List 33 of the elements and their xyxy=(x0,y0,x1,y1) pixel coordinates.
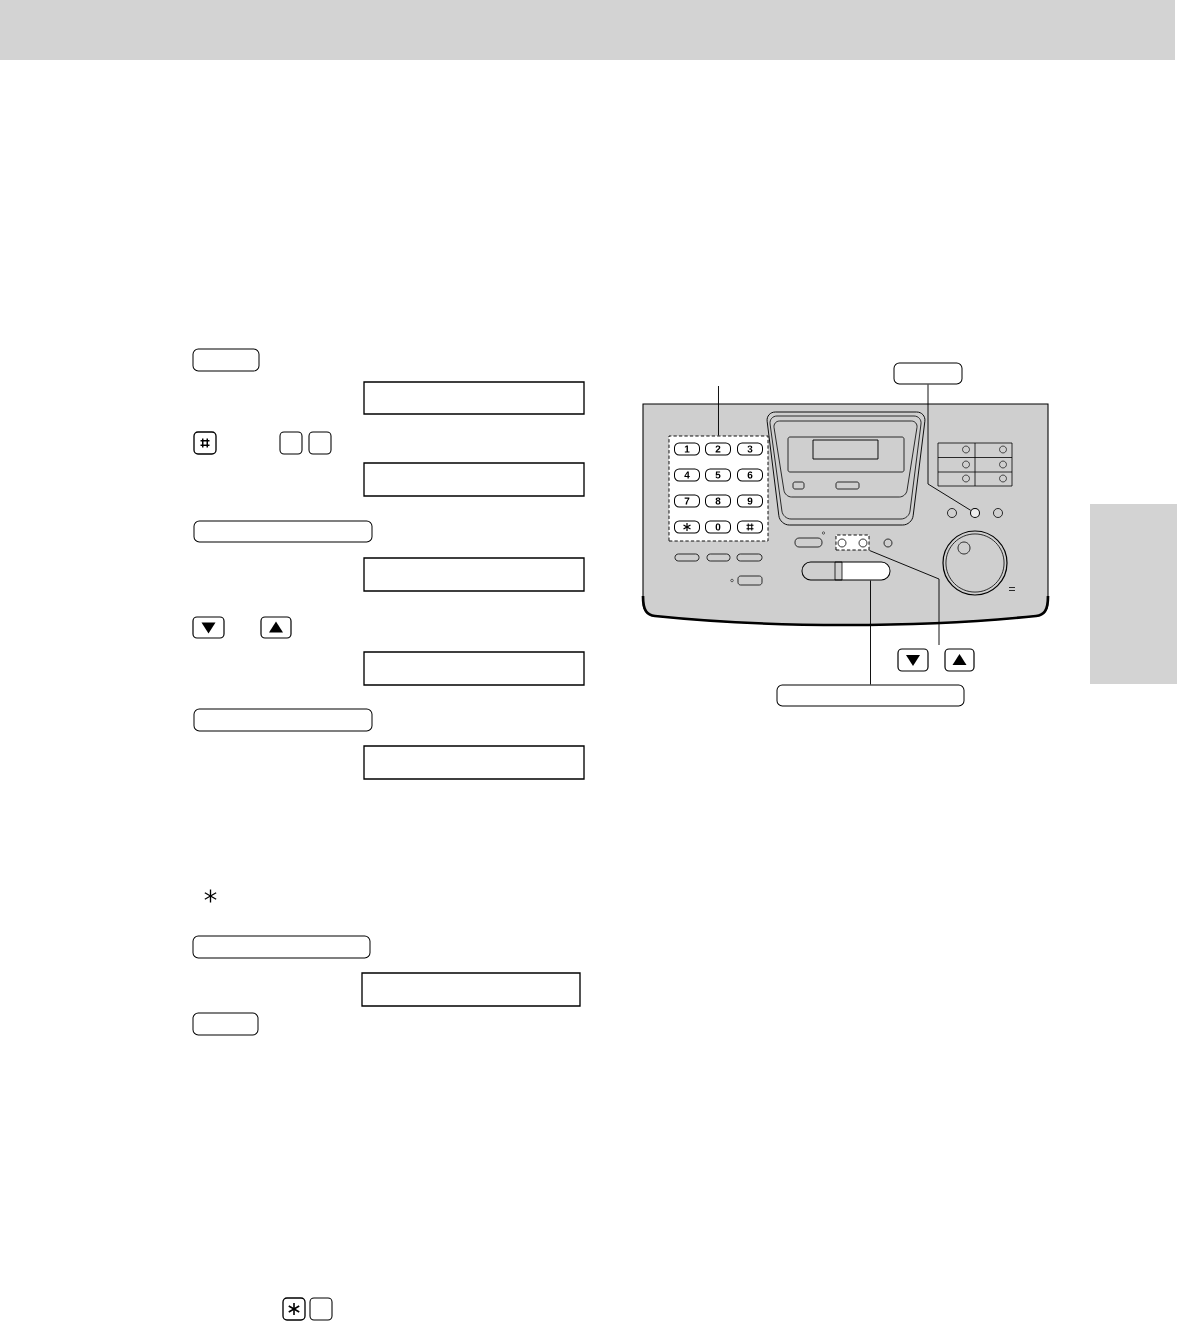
dashed-outline xyxy=(835,534,870,551)
leader-line xyxy=(869,550,940,646)
display-box xyxy=(363,745,585,780)
dashed-outline xyxy=(668,435,769,542)
key-box xyxy=(192,935,371,959)
keypad-key: 1 xyxy=(674,442,700,456)
key-box xyxy=(193,708,373,732)
key-box xyxy=(193,520,373,543)
keypad-key: 0 xyxy=(705,520,731,534)
keypad-key xyxy=(737,520,763,534)
side-tab xyxy=(1090,504,1177,684)
key-box xyxy=(776,684,965,707)
display-box xyxy=(363,651,585,686)
keypad-key: 2 xyxy=(705,442,731,456)
slider xyxy=(801,561,891,581)
key-box xyxy=(192,1012,259,1036)
keypad-key: 3 xyxy=(737,442,763,456)
leader-line xyxy=(718,385,719,436)
key-box xyxy=(893,362,963,385)
display-box xyxy=(361,972,581,1007)
leader-line xyxy=(870,580,871,685)
round-button xyxy=(970,508,980,518)
keypad-key: 7 xyxy=(674,494,700,508)
display-box xyxy=(363,462,585,497)
keypad-key: 9 xyxy=(737,494,763,508)
keypad-key: 6 xyxy=(737,468,763,482)
display-box xyxy=(363,381,585,415)
key-box xyxy=(192,348,260,372)
display-box xyxy=(363,557,585,592)
keypad-key: 5 xyxy=(705,468,731,482)
leader-line xyxy=(927,384,972,511)
keypad-key: 4 xyxy=(674,468,700,482)
keypad-key: 8 xyxy=(705,494,731,508)
